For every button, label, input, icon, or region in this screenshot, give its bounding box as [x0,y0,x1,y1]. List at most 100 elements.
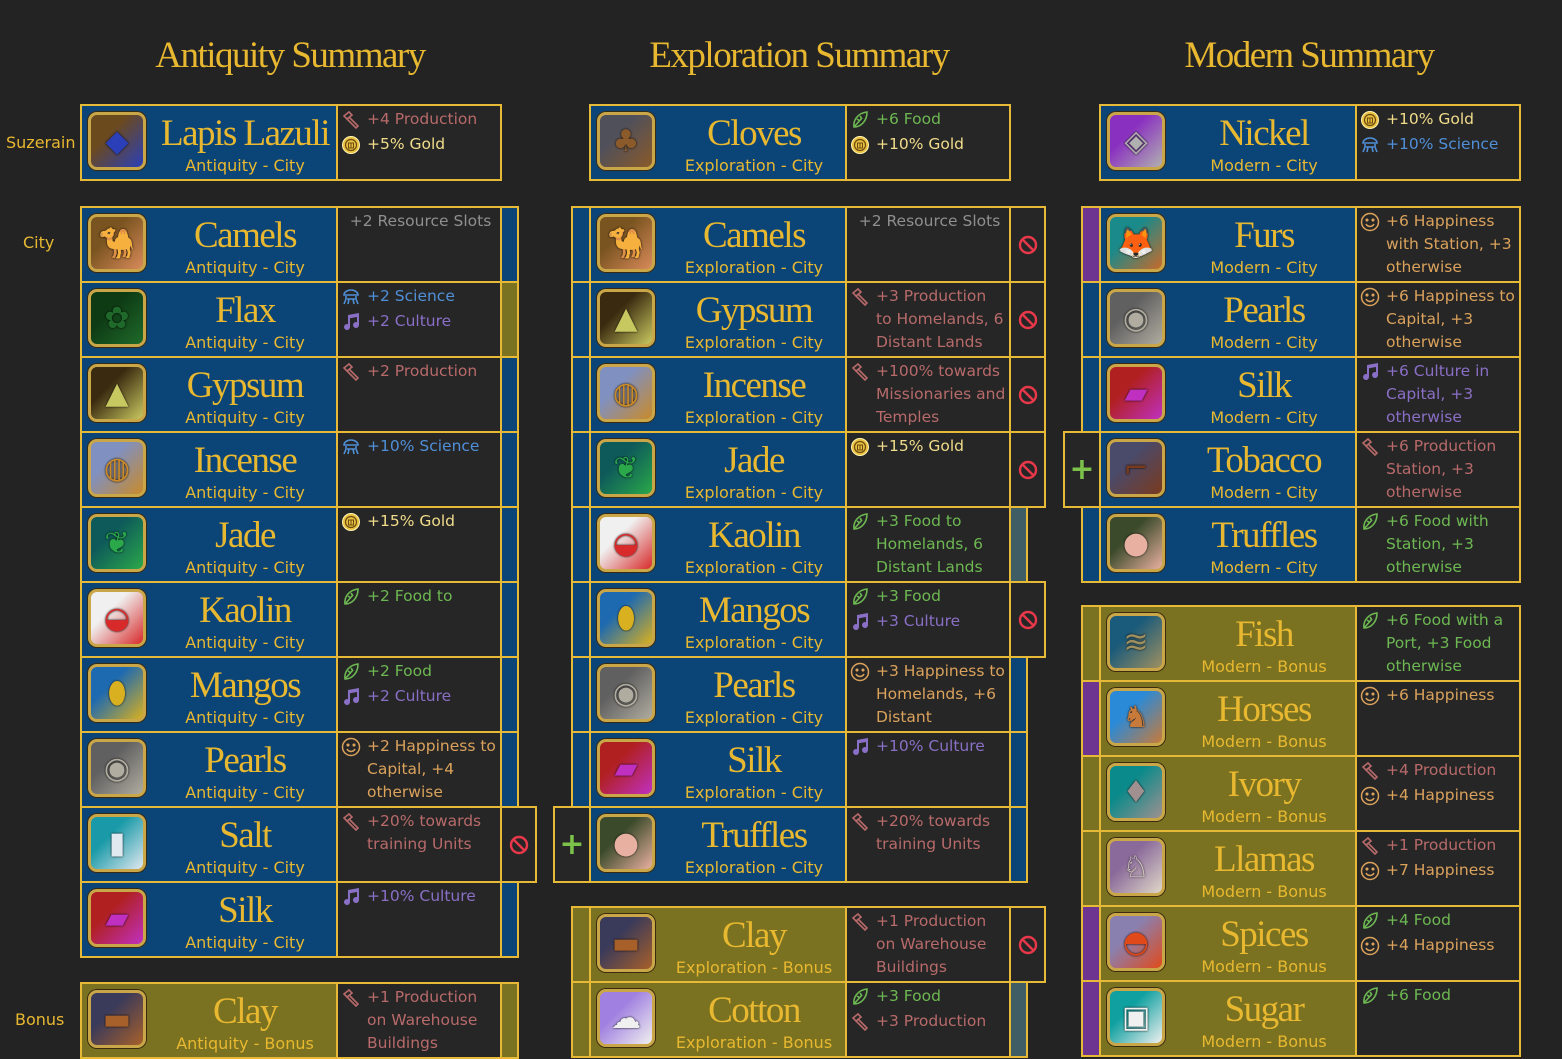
effects-cell: +2 Food to [336,581,502,658]
effect-text: +15% Gold [367,512,456,530]
left-status-strip [571,281,591,358]
label-city: City [23,233,55,252]
effect-food: +6 Food with Station, +3 otherwise [1357,508,1519,579]
column-title: Exploration Summary [649,35,950,76]
resource-age-type: Antiquity - Bonus [176,1034,314,1053]
food-icon [850,587,870,607]
effect-text: +6 Food [876,110,941,128]
effects-cell: +10% Science [336,431,502,508]
gold-icon [1360,110,1380,130]
effects-cell: +4 Production+5% Gold [336,104,502,181]
resource-name: Ivory [1227,764,1302,805]
effect-culture: +10% Culture [338,883,500,908]
llama-icon: ♘ [1107,838,1165,896]
production-icon [341,362,361,382]
add-button[interactable]: + [553,806,591,883]
ban-icon[interactable] [1009,281,1046,358]
ban-icon[interactable] [1009,431,1046,508]
effects-cell: +3 Happiness to Homelands, +6 Distant [845,656,1011,733]
food-icon [1360,512,1380,532]
resource-age-type: Modern - City [1210,408,1318,427]
right-status-strip [500,356,519,433]
ban-icon[interactable] [1009,581,1046,658]
effect-text: +6 Happiness with Station, +3 otherwise [1386,212,1512,276]
resource-name: Incense [702,365,807,406]
ban-icon[interactable] [1009,906,1046,983]
effect-food: +3 Food [847,583,1009,608]
ban-icon[interactable] [1009,356,1046,433]
effect-gold: +15% Gold [847,433,1009,458]
resource-name: Tobacco [1206,440,1323,481]
effect-food: +4 Food [1357,907,1519,932]
effect-happiness: +4 Happiness [1357,932,1519,957]
lapis-icon: ◆ [88,112,146,170]
science-icon [341,287,361,307]
effect-text: +10% Science [1386,135,1499,153]
add-button[interactable]: + [1063,431,1101,508]
sugar-icon: ▣ [1107,988,1165,1046]
left-status-strip [571,506,591,583]
tobacco-icon: ⌐ [1107,439,1165,497]
effect-text: +6 Production Station, +3 otherwise [1386,437,1497,501]
resource-name: Silk [727,740,782,781]
resource-age-type: Modern - Bonus [1201,657,1327,676]
pearl-icon: ◉ [88,739,146,797]
clay-icon: ▬ [597,914,655,972]
ban-icon[interactable] [500,806,537,883]
effect-happiness: +6 Happiness with Station, +3 otherwise [1357,208,1519,279]
effect-gold: +10% Gold [1357,106,1519,131]
right-status-strip [500,431,519,508]
effect-text: +3 Production to Homelands, 6 Distant La… [876,287,1004,351]
effect-culture: +2 Culture [338,308,500,333]
effect-text: +4 Happiness [1386,786,1495,804]
effect-science: +10% Science [1357,131,1519,156]
effect-text: +15% Gold [876,437,965,455]
ban-icon[interactable] [1009,206,1046,283]
food-icon [850,110,870,130]
left-status-strip [1081,830,1101,907]
